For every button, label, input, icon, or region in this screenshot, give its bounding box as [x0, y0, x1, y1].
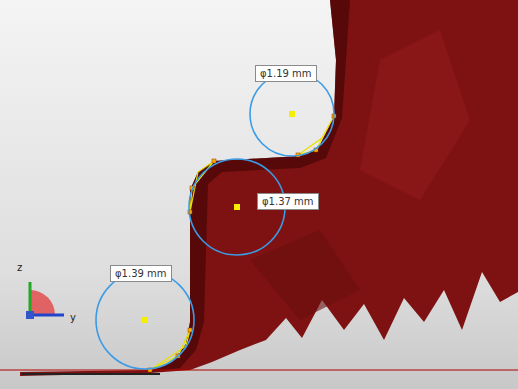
edge-line	[22, 373, 160, 375]
mesh-facet	[250, 230, 360, 320]
dimension-label: φ1.19 mm	[255, 65, 317, 82]
dimension-label: φ1.37 mm	[257, 193, 319, 210]
mesh-shade	[150, 0, 350, 372]
circle-center	[142, 111, 295, 323]
dimension-label: φ1.39 mm	[110, 265, 172, 282]
axis-label: z	[17, 262, 22, 273]
section-line	[0, 370, 518, 371]
axis-label: y	[70, 312, 76, 323]
mesh-body	[20, 0, 518, 376]
fit-circle	[96, 72, 334, 369]
axis-triad	[26, 282, 64, 319]
mesh-facet	[360, 30, 470, 200]
